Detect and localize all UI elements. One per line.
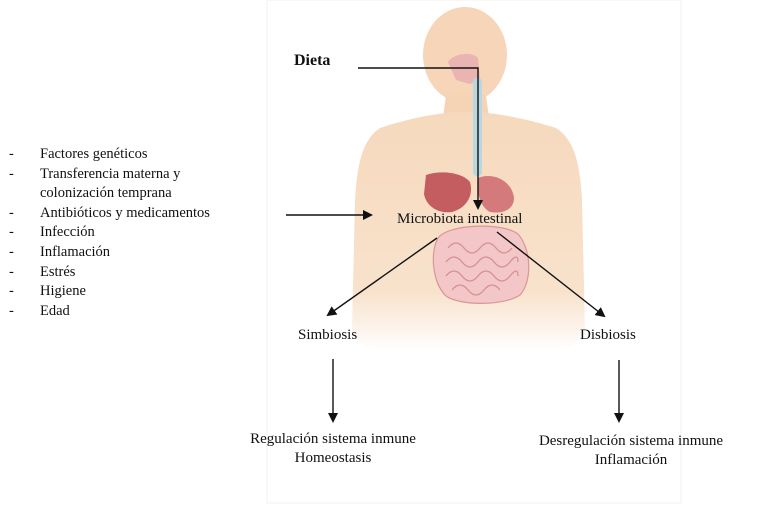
factor-item: Antibióticos y medicamentos: [6, 204, 210, 224]
factor-item: Factores genéticos: [6, 145, 210, 165]
factor-item-continuation: colonización temprana: [6, 184, 210, 204]
dysregulation-outcome-line2: Inflamación: [500, 451, 762, 470]
regulation-outcome-line2: Homeostasis: [188, 449, 478, 468]
dysregulation-outcome-line1: Desregulación sistema inmune: [500, 432, 762, 451]
dysregulation-outcome: Desregulación sistema inmune Inflamación: [500, 432, 762, 470]
microbiota-label: Microbiota intestinal: [397, 211, 522, 228]
dieta-label: Dieta: [294, 52, 330, 70]
factors-list: Factores genéticos Transferencia materna…: [6, 145, 210, 321]
regulation-outcome: Regulación sistema inmune Homeostasis: [188, 430, 478, 468]
regulation-outcome-line1: Regulación sistema inmune: [188, 430, 478, 449]
intestines-shape: [433, 226, 528, 303]
factor-item: Infección: [6, 223, 210, 243]
factor-item: Estrés: [6, 263, 210, 283]
disbiosis-label: Disbiosis: [580, 327, 636, 344]
simbiosis-label: Simbiosis: [298, 327, 357, 344]
factor-item: Inflamación: [6, 243, 210, 263]
factor-item: Higiene: [6, 282, 210, 302]
factor-item: Transferencia materna y: [6, 165, 210, 185]
factor-item: Edad: [6, 302, 210, 322]
